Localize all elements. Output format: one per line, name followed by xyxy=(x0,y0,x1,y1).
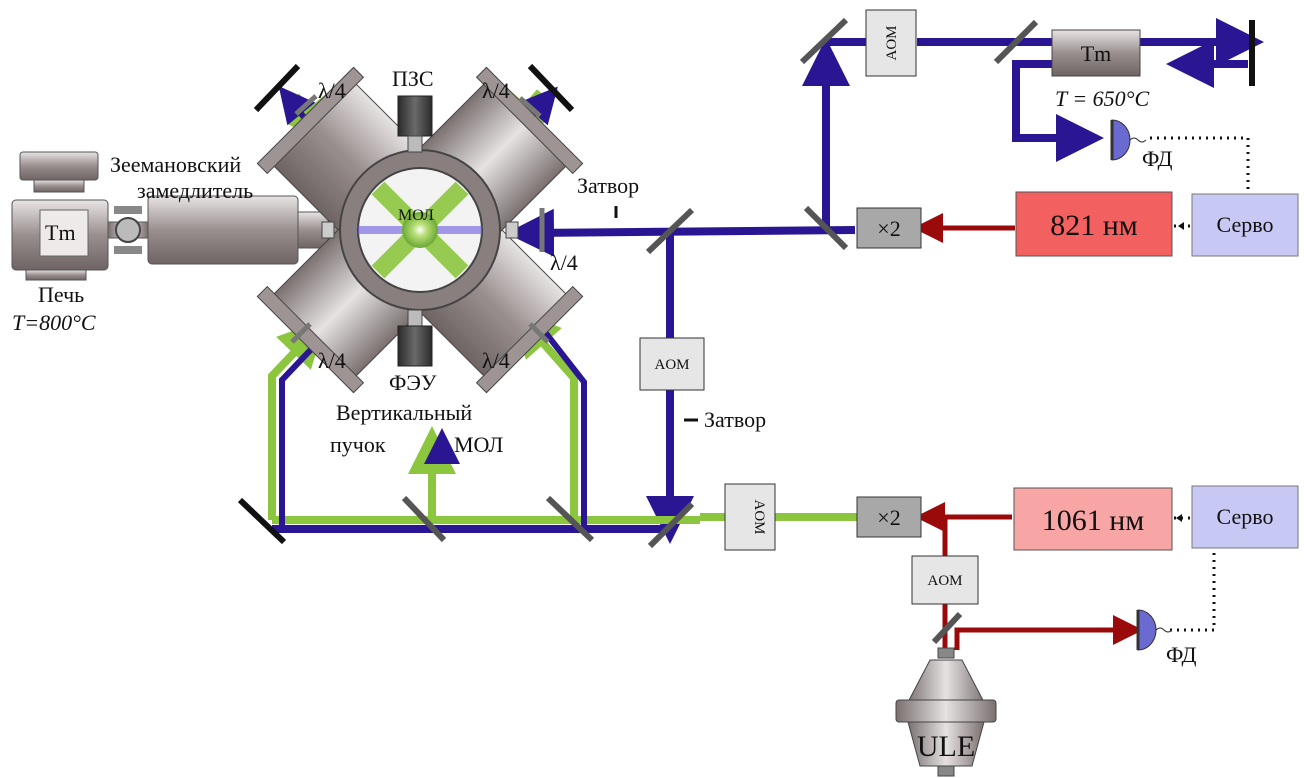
oven-tm-label: Tm xyxy=(45,220,76,245)
oven-connector xyxy=(107,206,149,254)
retro-mirror-top-left xyxy=(253,63,301,113)
svg-text:AOM: AOM xyxy=(884,25,900,60)
laser-821-label: 821 нм xyxy=(1050,209,1138,242)
photodiode-top-label: ФД xyxy=(1142,146,1172,171)
servo-top: Серво xyxy=(1191,193,1299,257)
shutter-mid-label: Затвор xyxy=(704,407,766,432)
quarter-wave-label-1: λ/4 xyxy=(318,78,346,103)
quarter-wave-label-3: λ/4 xyxy=(550,250,578,275)
vertical-beam-label-1: Вертикальный xyxy=(336,400,472,425)
laser-821: 821 нм xyxy=(1015,191,1173,257)
servo-bottom-label: Серво xyxy=(1217,504,1274,529)
aom-vertical: AOM xyxy=(639,337,705,391)
aom-ule: AOM xyxy=(911,555,979,605)
quarter-wave-label-5: λ/4 xyxy=(482,348,510,373)
tm-cell-temp: T = 650°C xyxy=(1055,86,1149,111)
waveplate-top-right xyxy=(518,96,542,118)
ule-label: ULE xyxy=(917,730,975,763)
photodiode-bottom xyxy=(1136,609,1173,651)
tm-cell-label: Tm xyxy=(1081,41,1112,66)
zeeman-label-line2: замедлитель xyxy=(137,178,253,203)
ccd-label: ПЗС xyxy=(392,66,434,91)
svg-text:×2: ×2 xyxy=(877,216,900,241)
photodiode-top xyxy=(1110,119,1147,161)
mot-beams xyxy=(358,181,482,279)
oven-name-label: Печь xyxy=(38,282,84,307)
laser-1061: 1061 нм xyxy=(1013,487,1173,551)
zeeman-label-line1: Зеемановский xyxy=(110,152,241,177)
photodiode-bottom-label: ФД xyxy=(1166,642,1196,667)
svg-text:AOM: AOM xyxy=(654,357,689,373)
servo-bottom: Серво xyxy=(1191,485,1299,549)
vacuum-chamber: МОЛ xyxy=(256,66,584,394)
svg-text:×2: ×2 xyxy=(877,505,900,530)
oven-temp-label: T=800°C xyxy=(12,310,96,335)
waveplate-top-left xyxy=(294,94,318,116)
oven: Tm xyxy=(11,151,109,281)
doubler-top: ×2 xyxy=(856,207,922,249)
pmt-detector xyxy=(397,309,433,367)
ule-cavity: ULE xyxy=(895,647,997,777)
mot-label: МОЛ xyxy=(398,207,434,224)
aom-bottom-green: AOM xyxy=(724,483,776,551)
waveplate-bottom-left xyxy=(290,322,312,344)
ccd-camera xyxy=(397,95,433,153)
doubler-bottom: ×2 xyxy=(856,496,922,538)
laser-1061-label: 1061 нм xyxy=(1042,504,1145,537)
beam-paths xyxy=(268,18,1264,650)
quarter-wave-label-4: λ/4 xyxy=(318,348,346,373)
mirrors xyxy=(237,17,1255,645)
quarter-wave-label-2: λ/4 xyxy=(482,78,510,103)
waveplate-bottom-right xyxy=(528,322,550,344)
svg-text:AOM: AOM xyxy=(927,573,962,589)
aom-top: AOM xyxy=(865,9,917,77)
vertical-beam-label-2b: МОЛ xyxy=(454,432,503,457)
shutter-top-label: Затвор xyxy=(577,173,639,198)
servo-top-label: Серво xyxy=(1217,212,1274,237)
svg-text:AOM: AOM xyxy=(751,499,767,534)
pmt-label: ФЭУ xyxy=(389,370,437,395)
tm-cell: Tm xyxy=(1051,29,1141,77)
vertical-beam-label-2a: пучок xyxy=(330,432,386,457)
retro-mirror-top-right xyxy=(527,63,575,113)
